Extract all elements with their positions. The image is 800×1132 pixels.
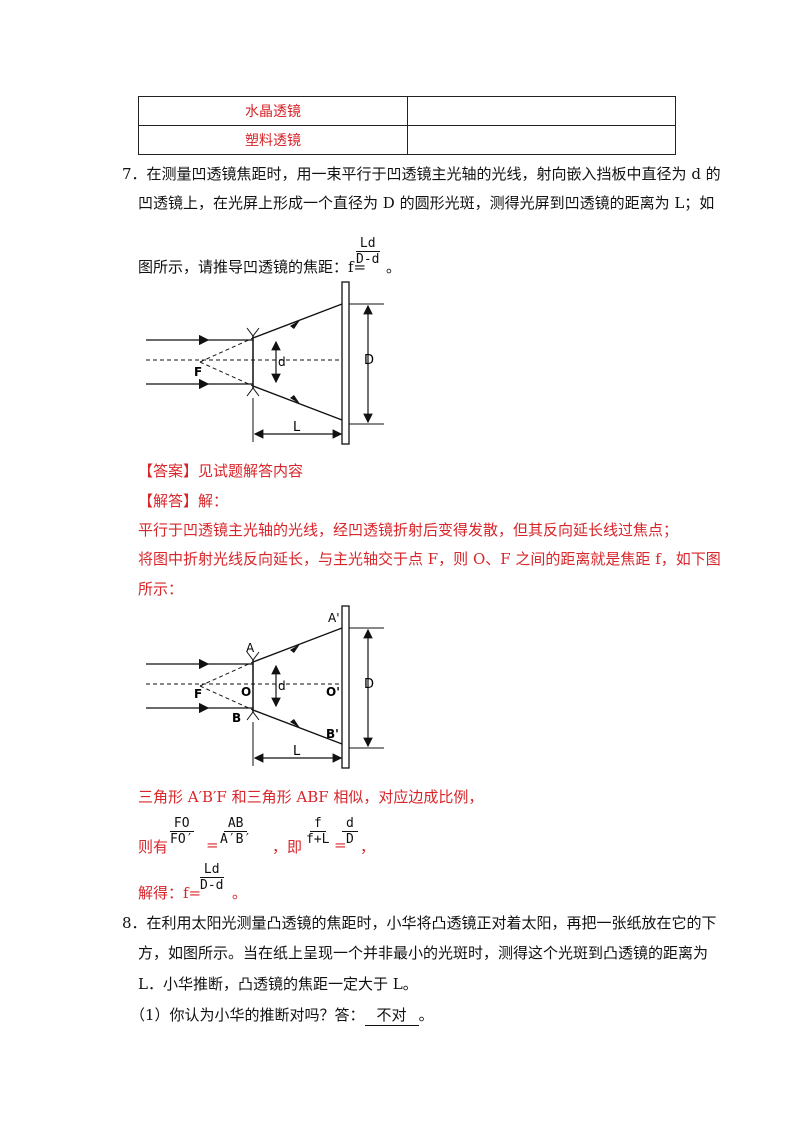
solution-heading: 【解答】解： <box>138 490 228 511</box>
q7-line3-prefix: 图所示，请推导凹透镜的焦距：f= <box>138 258 367 276</box>
label-F: F <box>194 687 202 701</box>
ratio-equals-2: = <box>334 836 347 854</box>
q8-sub1-prefix: （1）你认为小华的推断对吗？答： <box>130 1006 365 1024</box>
table-row: 水晶透镜 <box>138 96 676 126</box>
ratio-fraction-2: AB A′B′ <box>216 816 255 847</box>
ratio-end: ， <box>360 838 376 856</box>
solution-line3: 所示： <box>138 580 184 598</box>
ratio-fraction-4: d D <box>342 816 358 847</box>
ratio-mid: ，即 <box>272 838 303 856</box>
ratio-fraction-1: FO FO′ <box>166 816 197 847</box>
answer-text: 见试题解答内容 <box>198 462 304 480</box>
q8-line1: 8．在利用太阳光测量凸透镜的焦距时，小华将凸透镜正对着太阳，再把一张纸放在它的下 <box>122 914 717 932</box>
ratio-4-numerator: d <box>342 816 358 832</box>
q7-formula-denominator: D-d <box>356 252 380 267</box>
table-cell-material: 水晶透镜 <box>138 96 408 126</box>
solve-prefix: 解得：f= <box>138 884 202 902</box>
q8-sub1-suffix: 。 <box>418 1006 434 1024</box>
table-cell-value <box>407 125 676 155</box>
ratio-prefix: 则有 <box>138 838 169 856</box>
table-cell-value <box>407 96 676 126</box>
table-row: 塑料透镜 <box>138 125 676 155</box>
q8-line2: 方，如图所示。当在纸上呈现一个并非最小的光斑时，测得这个光斑到凸透镜的距离为 <box>138 944 709 962</box>
label-d: d <box>278 355 286 369</box>
solve-denominator: D-d <box>200 878 224 893</box>
label-F: F <box>194 365 202 379</box>
ratio-2-numerator: AB <box>223 816 248 832</box>
ratio-equals-1: = <box>206 836 219 854</box>
materials-table: 水晶透镜 塑料透镜 <box>138 96 676 155</box>
label-B: B <box>232 711 241 725</box>
solve-suffix: 。 <box>232 884 248 902</box>
label-d: d <box>278 679 286 693</box>
label-D: D <box>364 677 374 692</box>
solve-numerator: Ld <box>199 862 224 878</box>
table-cell-material: 塑料透镜 <box>138 125 408 155</box>
ratio-2-denominator: A′B′ <box>220 832 252 847</box>
q8-sub1: （1）你认为小华的推断对吗？答：不对。 <box>130 1004 434 1026</box>
label-A: A <box>246 641 255 655</box>
q7-formula-numerator: Ld <box>355 236 380 252</box>
ratio-1-denominator: FO′ <box>170 832 194 847</box>
ratio-4-denominator: D <box>346 832 354 847</box>
label-L: L <box>293 420 301 435</box>
label-L: L <box>293 744 301 759</box>
solution-line1: 平行于凹透镜主光轴的光线，经凹透镜折射后变得发散，但其反向延长线过焦点； <box>138 521 679 539</box>
solution-text: 解： <box>198 492 229 510</box>
ratio-1-numerator: FO <box>169 816 194 832</box>
solution-line4: 三角形 A′B′F 和三角形 ABF 相似，对应边成比例， <box>138 788 484 806</box>
ratio-3-numerator: f <box>309 816 326 832</box>
q7-formula: Ld D-d <box>352 236 383 267</box>
ratio-fraction-3: f f+L <box>302 816 333 847</box>
q7-line2: 凹透镜上，在光屏上形成一个直径为 D 的圆形光斑，测得光屏到凹透镜的距离为 L；… <box>138 194 715 212</box>
q8-line3: L．小华推断，凸透镜的焦距一定大于 L。 <box>138 975 418 993</box>
solution-label: 【解答】 <box>138 492 199 510</box>
q7-line1: 7．在测量凹透镜焦距时，用一束平行于凹透镜主光轴的光线，射向嵌入挡板中直径为 d… <box>122 165 721 183</box>
label-A-prime: A' <box>328 611 340 625</box>
solve-fraction: Ld D-d <box>196 862 227 893</box>
label-O-prime: O' <box>326 685 340 699</box>
concave-lens-solution-diagram: d D F A O B A' O' B' L <box>146 605 384 769</box>
answer-label: 【答案】 <box>138 462 199 480</box>
answer-line: 【答案】见试题解答内容 <box>138 460 303 481</box>
q7-line3: 图所示，请推导凹透镜的焦距：f= <box>138 256 366 277</box>
q8-sub1-answer: 不对 <box>364 1004 419 1026</box>
q7-line3-suffix: 。 <box>386 258 402 276</box>
label-B-prime: B' <box>326 727 339 741</box>
ratio-3-denominator: f+L <box>306 832 330 847</box>
label-D: D <box>364 353 374 368</box>
concave-lens-diagram: d D F L <box>146 281 384 445</box>
solution-line2: 将图中折射光线反向延长，与主光轴交于点 F，则 O、F 之间的距离就是焦距 f，… <box>138 550 721 568</box>
label-O: O <box>241 685 251 699</box>
